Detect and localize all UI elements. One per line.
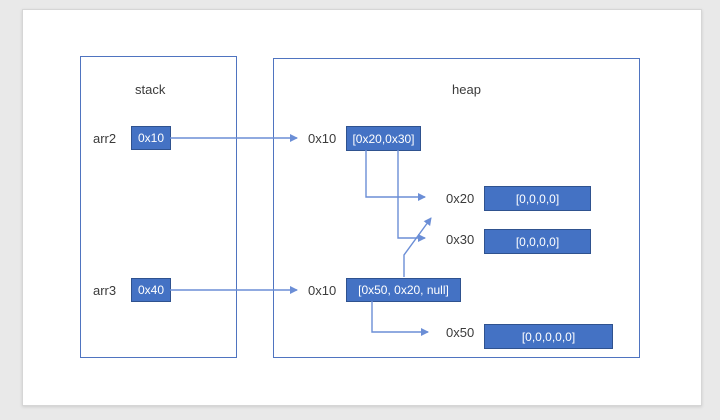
stack-var-arr2-value-box: 0x10 (131, 126, 171, 150)
stack-var-arr2-label: arr2 (93, 131, 117, 146)
stack-region-title: stack (135, 82, 166, 97)
heap-node-3-value-box: [0x50, 0x20, null] (346, 278, 461, 302)
heap-region-box (273, 58, 640, 358)
stack-var-arr3-label: arr3 (93, 283, 117, 298)
stack-region-box (80, 56, 237, 358)
slide-canvas: stack heap arr2 0x10 arr3 0x40 0x10 [0x2… (22, 9, 702, 406)
heap-node-1-value-box: [0,0,0,0] (484, 186, 591, 211)
heap-region-title: heap (452, 82, 481, 97)
heap-node-2-value-box: [0,0,0,0] (484, 229, 591, 254)
heap-node-0-address-label: 0x10 (308, 131, 337, 146)
heap-node-2-address-label: 0x30 (446, 232, 475, 247)
heap-node-4-value-box: [0,0,0,0,0] (484, 324, 613, 349)
stack-var-arr3-value-box: 0x40 (131, 278, 171, 302)
heap-node-3-address-label: 0x10 (308, 283, 337, 298)
heap-node-0-value-box: [0x20,0x30] (346, 126, 421, 151)
heap-node-1-address-label: 0x20 (446, 191, 475, 206)
heap-node-4-address-label: 0x50 (446, 325, 475, 340)
